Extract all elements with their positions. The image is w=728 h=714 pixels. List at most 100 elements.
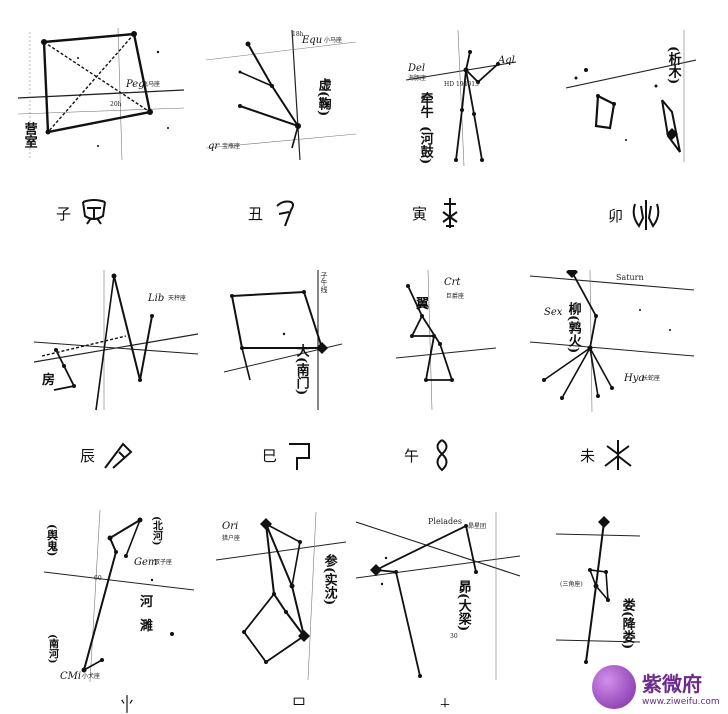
branch-name: 寅 bbox=[412, 204, 428, 223]
star-map-xu bbox=[356, 512, 520, 680]
hour-label: 18h bbox=[292, 31, 304, 38]
star-map-panel-si: 子午线 大(南门) bbox=[224, 270, 342, 410]
branch-caption-shen bbox=[110, 694, 144, 714]
star-map-si bbox=[224, 270, 342, 410]
constellation-annotation: 巨爵座 bbox=[446, 293, 465, 300]
mansion-name: (舆鬼) bbox=[45, 524, 59, 557]
oracle-glyph-you-icon bbox=[293, 697, 305, 705]
star-map-mao bbox=[566, 30, 696, 162]
branch-name: 巳 bbox=[262, 446, 278, 465]
star-map-hai bbox=[556, 516, 640, 664]
star-map-panel-xu: Pleiades 昴星团 昴(大梁) 30 bbox=[356, 512, 520, 680]
branch-name: 辰 bbox=[80, 446, 96, 465]
constellation-annotation-2: 小犬座 bbox=[82, 673, 101, 680]
star-map-chou bbox=[206, 30, 356, 160]
constellation-label-2: Hya bbox=[624, 373, 645, 384]
mansion-name: 营室 bbox=[21, 122, 37, 148]
ziweifu-logo-icon bbox=[592, 665, 636, 709]
branch-name: 卯 bbox=[608, 206, 624, 225]
mansion-name: 柳(鹑火) bbox=[565, 302, 581, 354]
meridian-label: 子午线 bbox=[320, 272, 328, 293]
mansion-alt-name: (北河) bbox=[150, 516, 162, 546]
branch-caption-yin: 寅 bbox=[412, 196, 467, 230]
branch-caption-mao: 卯 bbox=[608, 198, 663, 232]
coordinate-label: 30 bbox=[450, 633, 458, 640]
mansion-alt-name-2: (南河) bbox=[46, 634, 58, 664]
coordinate-label: 60 bbox=[94, 575, 102, 582]
constellation-label: Gem bbox=[134, 557, 158, 568]
branch-name: 丑 bbox=[248, 204, 264, 223]
star-map-panel-zi: Peg 飞马座 20h 营室 bbox=[18, 28, 184, 160]
constellation-label: Peg bbox=[126, 79, 145, 90]
constellation-label: Crt bbox=[444, 277, 461, 288]
star-map-panel-mao: (析木) bbox=[566, 30, 696, 162]
constellation-label: Equ bbox=[302, 35, 323, 46]
constellation-label: Ori bbox=[222, 521, 239, 532]
mansion-name: 参(实沈) bbox=[321, 554, 337, 606]
constellation-annotation: 猎户座 bbox=[222, 535, 241, 542]
star-map-shen bbox=[44, 510, 194, 682]
mansion-name: 虚(鞠) bbox=[315, 78, 331, 117]
oracle-glyph-xu-icon bbox=[440, 698, 450, 708]
star-map-wei bbox=[530, 270, 694, 412]
branch-caption-wu: 午 bbox=[404, 438, 459, 472]
star-catalog-label: HD 194013 bbox=[444, 81, 479, 88]
oracle-glyph-wu-icon bbox=[436, 439, 448, 472]
constellation-label: Del bbox=[408, 63, 426, 74]
constellation-annotation: 小马座 bbox=[324, 37, 343, 44]
branch-name: 未 bbox=[580, 446, 596, 465]
branch-caption-xu bbox=[428, 698, 462, 714]
star-map-panel-wei: Saturn Sex Hya 长蛇座 柳(鹑火) bbox=[530, 270, 694, 412]
oracle-glyph-zi-icon bbox=[82, 199, 107, 225]
constellation-annotation: 双子座 bbox=[154, 559, 173, 566]
mansion-name: 翼 bbox=[416, 297, 430, 312]
river-label: 河 bbox=[140, 595, 154, 610]
star-map-panel-wu: Crt 巨爵座 翼 bbox=[396, 270, 496, 410]
star-map-wu bbox=[396, 270, 496, 410]
constellation-label-2: qr bbox=[208, 141, 220, 152]
constellation-annotation: 飞马座 bbox=[142, 81, 161, 88]
branch-name: 午 bbox=[404, 446, 420, 465]
constellation-label-2: Aql bbox=[498, 55, 515, 66]
oracle-glyph-yin-icon bbox=[442, 198, 458, 228]
constellation-label-2: CMi bbox=[60, 671, 82, 682]
branch-caption-zi: 子 bbox=[56, 196, 111, 230]
star-map-panel-shen: (舆鬼) (北河) Gem 双子座 60 河 濉 (南河) CMi 小犬座 bbox=[44, 510, 194, 682]
mansion-name: (析木) bbox=[665, 46, 681, 85]
hour-label: 20h bbox=[110, 101, 122, 108]
mansion-name: 娄(降娄) bbox=[619, 598, 635, 650]
branch-caption-chen: 辰 bbox=[80, 438, 135, 472]
oracle-glyph-mao-icon bbox=[632, 200, 660, 230]
mansion-alt-name: (河鼓) bbox=[417, 126, 433, 165]
branch-name: 子 bbox=[56, 204, 72, 223]
star-map-panel-you: Ori 猎户座 参(实沈) bbox=[216, 512, 346, 680]
star-map-zi bbox=[18, 28, 184, 160]
constellation-label: Sex bbox=[544, 307, 563, 318]
mansion-name: 房 bbox=[42, 373, 56, 388]
mansion-name: 昴(大梁) bbox=[455, 580, 471, 632]
site-watermark: 紫微府 www.ziweifu.com bbox=[592, 660, 728, 714]
constellation-annotation: 天秤座 bbox=[168, 295, 187, 302]
constellation-annotation: 长蛇座 bbox=[642, 375, 661, 382]
branch-caption-wei: 未 bbox=[580, 438, 635, 472]
watermark-title: 紫微府 bbox=[642, 671, 702, 696]
river-label-2: 濉 bbox=[140, 619, 154, 634]
planet-label: Saturn bbox=[616, 273, 644, 282]
cluster-annotation: 昴星团 bbox=[468, 523, 487, 530]
branch-caption-you bbox=[282, 696, 316, 714]
constellation-label: Lib bbox=[148, 293, 165, 304]
mansion-name: 牵牛 bbox=[417, 92, 433, 118]
star-map-panel-chen: Lib 天秤座 房 bbox=[34, 270, 198, 410]
constellation-annotation-2: 宝瓶座 bbox=[222, 143, 241, 150]
star-map-chen bbox=[34, 270, 198, 410]
cluster-label: Pleiades bbox=[428, 517, 462, 526]
constellation-annotation: 海豚座 bbox=[408, 75, 427, 82]
star-map-panel-hai: (三角座) 娄(降娄) bbox=[556, 516, 640, 666]
oracle-glyph-chen-icon bbox=[104, 442, 133, 469]
star-map-yin bbox=[406, 30, 516, 166]
oracle-glyph-si-icon bbox=[289, 443, 311, 470]
watermark-url: www.ziweifu.com bbox=[642, 696, 720, 707]
constellation-annotation: (三角座) bbox=[560, 581, 583, 588]
star-map-you bbox=[216, 512, 346, 680]
mansion-name: 大(南门) bbox=[293, 344, 309, 396]
